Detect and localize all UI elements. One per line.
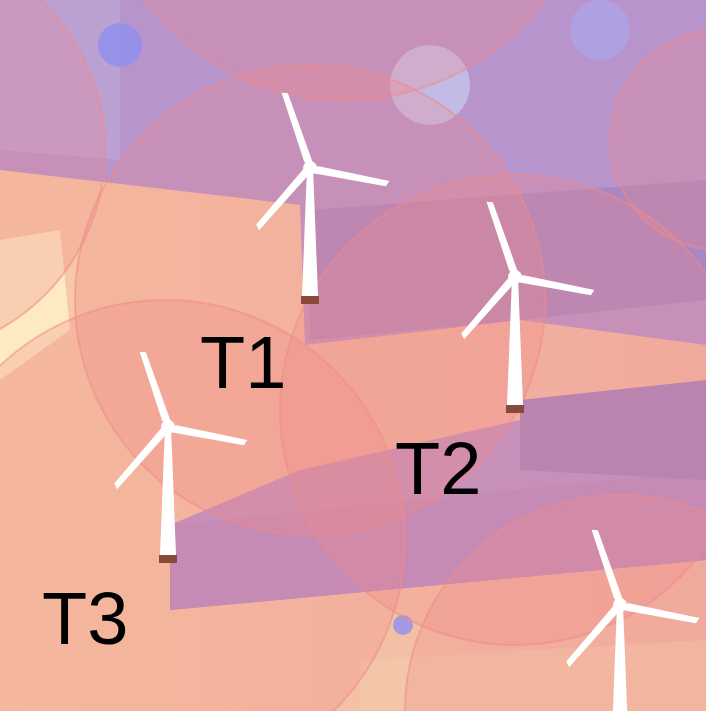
turbine-label: T2 xyxy=(395,432,481,506)
turbine-label: T1 xyxy=(200,326,286,400)
rotor-zone xyxy=(0,300,405,711)
rotor-zone xyxy=(405,495,706,711)
wind-turbine xyxy=(456,199,595,413)
wind-turbine xyxy=(561,527,700,711)
gap-patch xyxy=(98,23,142,67)
wind-turbine xyxy=(251,90,390,304)
gap-patch xyxy=(570,0,630,60)
turbine-label: T3 xyxy=(42,582,128,656)
